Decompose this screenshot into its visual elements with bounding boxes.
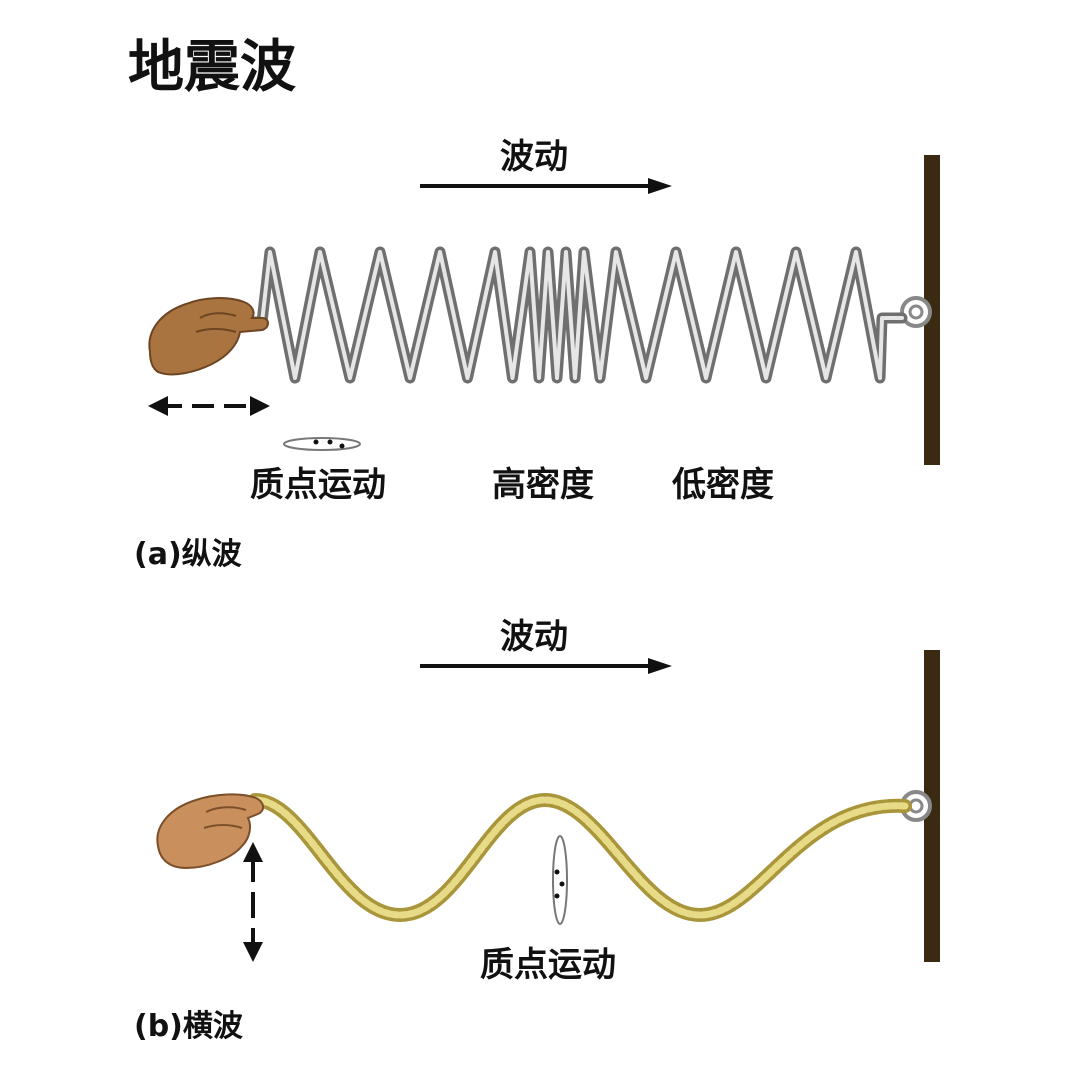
page-title: 地震波 xyxy=(128,35,296,100)
hand-icon-b xyxy=(156,793,264,870)
spring-coil-highlight xyxy=(248,250,904,380)
caption-longitudinal: (a)纵波 xyxy=(134,537,242,572)
particle-motion-label-a: 质点运动 xyxy=(250,465,386,505)
low-density-label: 低密度 xyxy=(672,465,774,505)
hand-icon-a xyxy=(148,297,269,376)
particle-orbit-b xyxy=(552,835,568,925)
rope-highlight xyxy=(251,796,909,919)
hand-motion-arrow-b xyxy=(243,842,263,962)
particle-orbit-a xyxy=(283,437,361,451)
hand-motion-arrow-a xyxy=(148,396,270,416)
wave-direction-arrow-b xyxy=(420,658,672,674)
wave-direction-arrow-a xyxy=(420,178,672,194)
high-density-label: 高密度 xyxy=(492,465,594,505)
wall-a xyxy=(924,155,940,465)
caption-transverse: (b)横波 xyxy=(134,1009,243,1044)
wave-direction-label-b: 波动 xyxy=(500,617,568,657)
particle-motion-label-b: 质点运动 xyxy=(480,945,616,985)
wave-direction-label-a: 波动 xyxy=(500,137,568,177)
anchor-ring-a xyxy=(900,296,932,328)
